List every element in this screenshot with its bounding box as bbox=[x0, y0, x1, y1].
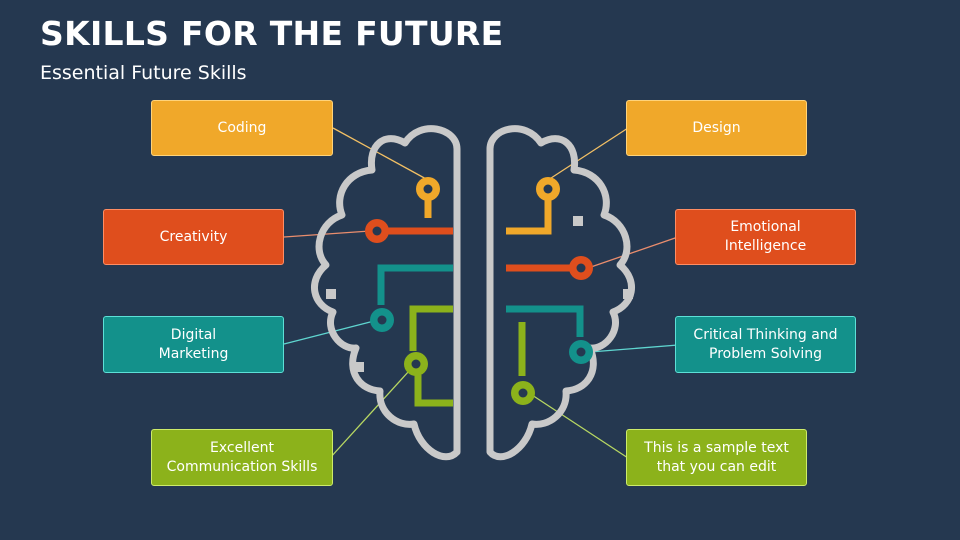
connector-emotional bbox=[587, 236, 679, 269]
skill-box-sample-text: This is a sample text that you can edit bbox=[626, 429, 807, 486]
skill-box-coding: Coding bbox=[151, 100, 333, 156]
skill-box-critical-thinking: Critical Thinking and Problem Solving bbox=[675, 316, 856, 373]
node-coding bbox=[416, 177, 440, 201]
decor-squares bbox=[326, 216, 633, 372]
node-sample bbox=[511, 381, 535, 405]
node-creativity bbox=[365, 219, 389, 243]
node-critical bbox=[569, 340, 593, 364]
square-left-2 bbox=[354, 362, 364, 372]
right-hemisphere bbox=[486, 125, 635, 461]
trace-critical bbox=[506, 305, 584, 337]
trace-design bbox=[506, 200, 552, 235]
node-design bbox=[536, 177, 560, 201]
skill-box-digital-marketing: Digital Marketing bbox=[103, 316, 284, 373]
brain-outline bbox=[311, 125, 635, 461]
connector-communication bbox=[329, 370, 410, 459]
node-digital-marketing bbox=[370, 308, 394, 332]
square-right-1 bbox=[573, 216, 583, 226]
page-title: SKILLS FOR THE FUTURE bbox=[40, 14, 504, 53]
node-communication bbox=[404, 352, 428, 376]
skill-box-emotional-intelligence: Emotional Intelligence bbox=[675, 209, 856, 265]
page-subtitle: Essential Future Skills bbox=[40, 62, 247, 84]
circuit-nodes bbox=[365, 177, 593, 405]
left-hemisphere bbox=[311, 125, 461, 461]
connector-design bbox=[547, 127, 629, 181]
connector-lines bbox=[283, 127, 679, 459]
connector-critical bbox=[589, 344, 679, 353]
connector-coding bbox=[332, 127, 429, 181]
circuit-traces bbox=[377, 200, 584, 407]
node-emotional bbox=[569, 256, 593, 280]
square-right-2 bbox=[623, 289, 633, 299]
skill-box-design: Design bbox=[626, 100, 807, 156]
connector-sample bbox=[531, 394, 629, 459]
connector-creativity bbox=[283, 230, 371, 238]
trace-communication bbox=[409, 305, 453, 407]
skill-box-creativity: Creativity bbox=[103, 209, 284, 265]
trace-digital-marketing bbox=[377, 264, 453, 305]
skill-box-communication: Excellent Communication Skills bbox=[151, 429, 333, 486]
square-left-1 bbox=[326, 289, 336, 299]
